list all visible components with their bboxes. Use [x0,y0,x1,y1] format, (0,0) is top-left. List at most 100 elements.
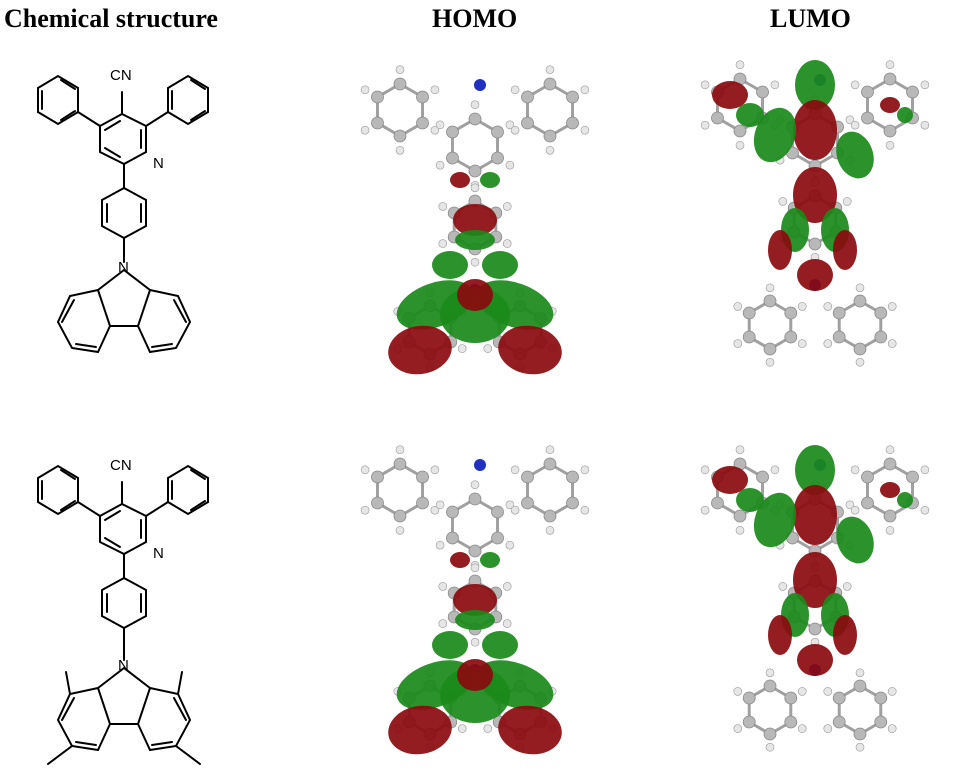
hydrogen-atom [733,687,743,696]
carbon-atom [756,85,769,99]
hydrogen-atom [395,526,405,535]
carbon-atom [521,470,534,484]
carbon-atom [861,85,874,99]
hydrogen-atom [483,724,493,733]
hydrogen-atom [470,257,480,267]
homo-orbital-row1 [360,65,590,375]
carbon-atom [763,294,777,308]
orbital-lobe [736,488,764,512]
carbon-atom [784,715,798,729]
carbon-atom [883,72,897,86]
carbon-atom [784,306,798,320]
carbon-atom [874,715,888,729]
carbon-atom [832,715,846,729]
hydrogen-atom [797,724,807,733]
hydrogen-atom [360,505,370,515]
carbon-atom [446,151,459,165]
hydrogen-atom [885,526,895,535]
orbital-lobe [450,552,470,568]
carbon-atom [446,531,459,545]
carbon-atom [733,509,747,523]
carbon-atom [543,129,557,143]
carbon-atom [874,330,888,344]
hydrogen-atom [735,141,745,150]
hydrogen-atom [580,505,590,515]
hydrogen-atom [457,344,467,353]
orbital-lobe [498,705,562,755]
hydrogen-atom [545,445,555,454]
carbon-atom [832,306,846,320]
hydrogen-atom [855,668,865,678]
hydrogen-atom [502,239,512,248]
hydrogen-atom [395,65,405,74]
orbital-lobe [388,705,452,755]
hydrogen-atom [360,125,370,135]
hydrogen-atom [765,357,775,367]
header-chemical-structure: Chemical structure [4,4,218,33]
orbital-lobe [482,251,518,279]
carbon-atom [808,622,822,636]
hydrogen-atom [920,80,930,90]
hydrogen-atom [823,724,833,733]
hydrogen-atom [505,160,515,170]
hydrogen-atom [510,85,520,95]
carbon-atom [468,492,482,506]
header-lumo: LUMO [770,4,851,33]
nitrogen-atom [474,79,486,91]
carbon-atom [371,496,384,510]
orbital-lobe [498,325,562,375]
orbital-lobe [797,644,833,676]
hydrogen-atom [885,445,895,454]
orbital-lobe [453,204,497,236]
carbon-atom [808,237,822,251]
carbon-atom [874,306,888,320]
hydrogen-atom [395,445,405,454]
hydrogen-atom [470,480,480,490]
hydrogen-atom [765,283,775,293]
hydrogen-atom [435,500,445,510]
carbon-atom [763,727,777,741]
carbon-atom [853,727,867,741]
carbon-atom [491,505,504,519]
hydrogen-atom [885,60,895,69]
carbazole-n-label-2: N [118,657,129,674]
hydrogen-atom [438,582,448,591]
carbon-atom [832,330,846,344]
hydrogen-atom [510,125,520,135]
hydrogen-atom [435,540,445,550]
carbon-atom [883,509,897,523]
hydrogen-atom [920,120,930,130]
carbon-atom [874,691,888,705]
hydrogen-atom [735,60,745,69]
carbon-atom [861,111,874,125]
lumo-orbital-row1 [700,60,930,367]
orbital-lobe [793,167,837,223]
carbon-atom [446,125,459,139]
carbon-atom [393,457,407,471]
orbital-lobe [440,667,510,723]
carbon-atom [784,691,798,705]
hydrogen-atom [765,668,775,678]
orbital-lobe [480,172,500,188]
hydrogen-atom [545,146,555,155]
carbon-atom [491,151,504,165]
hydrogen-atom [765,742,775,752]
carbon-atom [468,164,482,178]
hydrogen-atom [920,505,930,515]
carbon-atom [521,496,534,510]
carbon-atom [763,342,777,356]
hydrogen-atom [920,465,930,475]
orbital-lobe [836,131,874,179]
carbon-atom [733,124,747,138]
carbon-atom [763,679,777,693]
carbon-atom [832,691,846,705]
hydrogen-atom [887,339,897,348]
hydrogen-atom [502,619,512,628]
orbital-lobe [482,631,518,659]
hydrogen-atom [430,465,440,475]
hydrogen-atom [435,160,445,170]
orbital-lobe [795,60,835,110]
orbital-lobe [453,584,497,616]
carbon-atom [853,294,867,308]
carbon-atom [883,457,897,471]
